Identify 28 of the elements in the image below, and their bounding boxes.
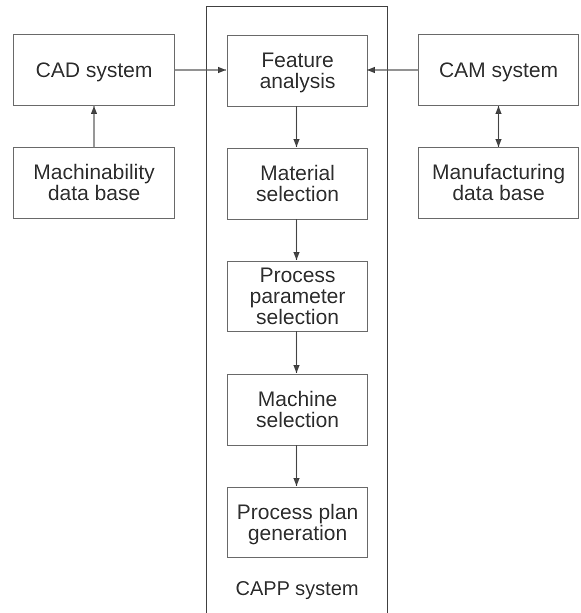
box-label: Material selection <box>255 163 340 205</box>
box-label: Feature analysis <box>258 50 336 92</box>
arrow <box>293 106 300 147</box>
arrow <box>495 106 502 147</box>
box-label: Machinability data base <box>32 162 156 204</box>
process-box <box>418 34 579 106</box>
process-box <box>227 374 368 446</box>
process-box <box>13 147 175 219</box>
group-label: CAPP system <box>234 578 360 601</box>
arrow <box>293 445 300 486</box>
box-label: Machine selection <box>255 389 340 431</box>
box-label: CAM system <box>438 60 559 80</box>
box-label: Process plan generation <box>236 502 360 544</box>
process-box <box>227 35 368 107</box>
system-boundary <box>206 6 388 613</box>
arrow <box>175 66 226 74</box>
box-label: Process parameter selection <box>248 265 346 328</box>
process-box <box>227 148 368 220</box>
arrow <box>367 66 418 74</box>
arrow <box>293 331 300 373</box>
arrow <box>90 106 98 147</box>
box-label: CAD system <box>34 60 154 80</box>
process-box <box>418 147 579 219</box>
box-label: Manufacturing data base <box>430 162 566 204</box>
process-box <box>227 487 368 558</box>
arrow <box>293 219 300 260</box>
process-box <box>13 34 175 106</box>
process-box <box>227 261 368 332</box>
